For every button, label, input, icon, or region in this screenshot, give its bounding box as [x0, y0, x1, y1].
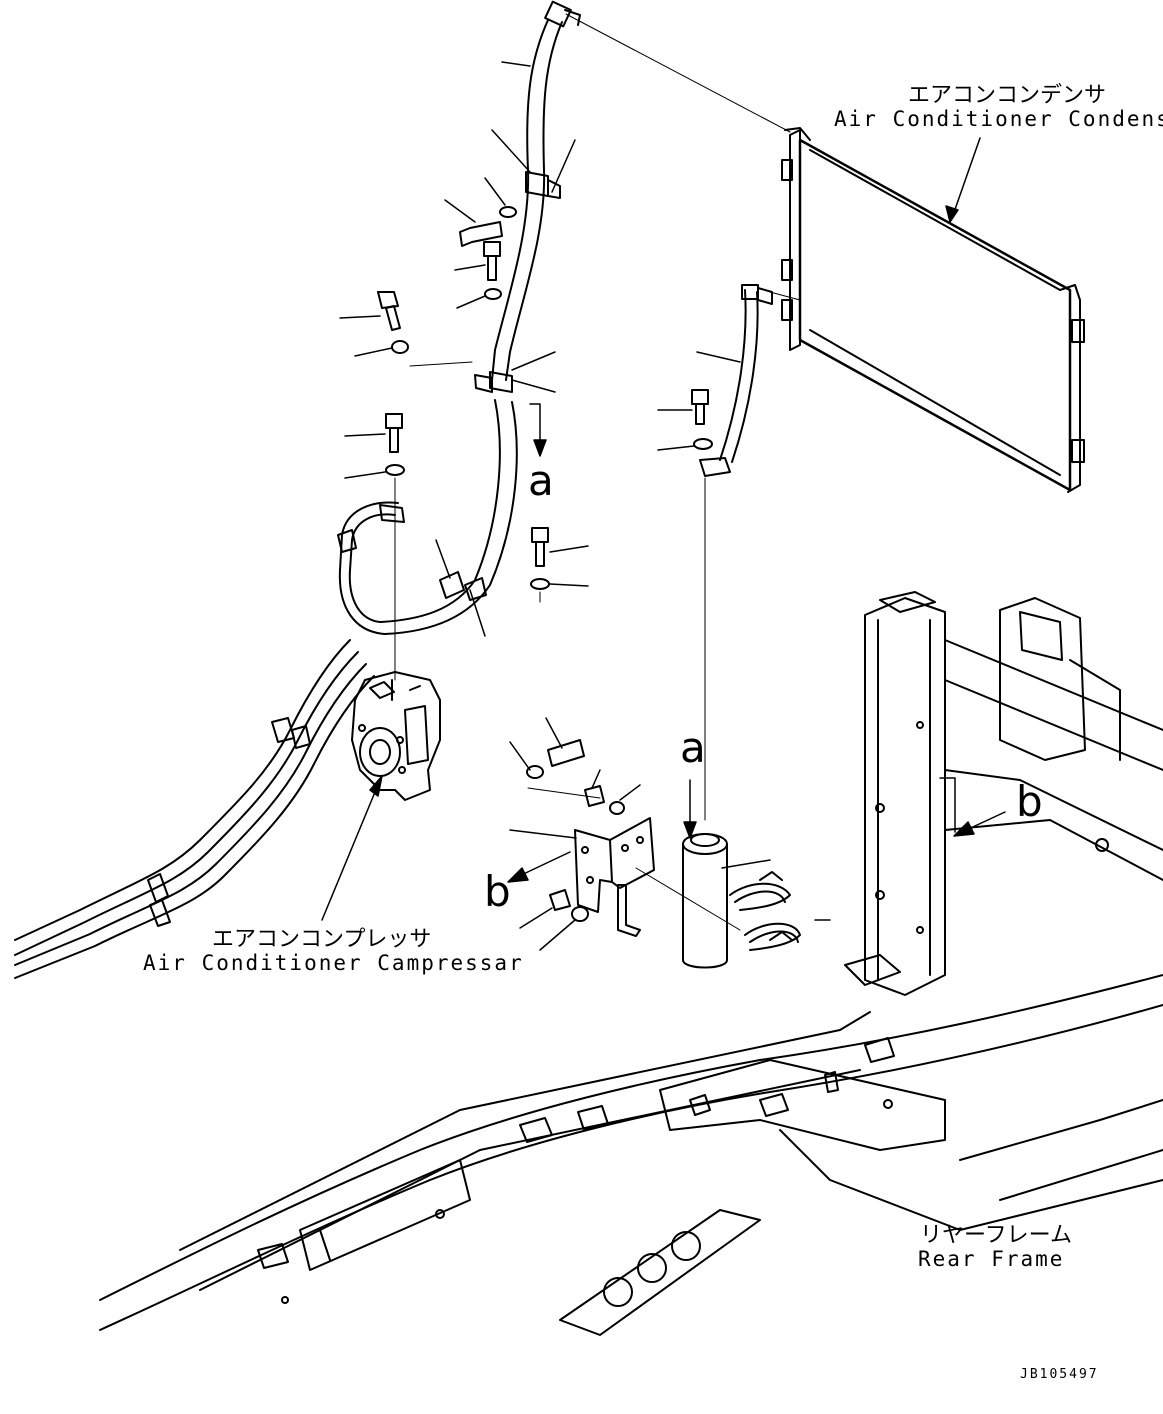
compressor-label-en: Air Conditioner Campressar — [143, 951, 524, 975]
condenser — [781, 127, 1085, 493]
frame-label-jp: リヤーフレーム — [920, 1223, 1072, 1248]
compressor — [351, 671, 441, 801]
rear-frame — [99, 591, 1163, 1336]
ref-b-right: b — [1016, 777, 1043, 826]
text-labels: エアコンコンデンサ Air Conditioner Condenser エアコン… — [143, 83, 1163, 1382]
compressor-hoses — [14, 639, 375, 979]
ref-a-lower: a — [680, 723, 706, 772]
reference-arrows — [321, 137, 1006, 921]
receiver-dryer — [682, 833, 801, 969]
ref-b-left: b — [484, 867, 511, 916]
ref-a-upper: a — [528, 456, 554, 505]
receiver-hose — [699, 284, 801, 821]
leader-lines — [339, 61, 831, 951]
compressor-label-jp: エアコンコンプレッサ — [212, 927, 431, 952]
drawing-code: JB105497 — [1020, 1367, 1099, 1382]
frame-label-en: Rear Frame — [918, 1247, 1064, 1271]
lower-hose — [337, 399, 518, 635]
receiver-bracket — [526, 739, 741, 937]
upper-fasteners — [377, 206, 713, 681]
upper-hose — [474, 0, 791, 393]
condenser-label-jp: エアコンコンデンサ — [908, 83, 1106, 108]
condenser-label-en: Air Conditioner Condenser — [834, 107, 1163, 131]
